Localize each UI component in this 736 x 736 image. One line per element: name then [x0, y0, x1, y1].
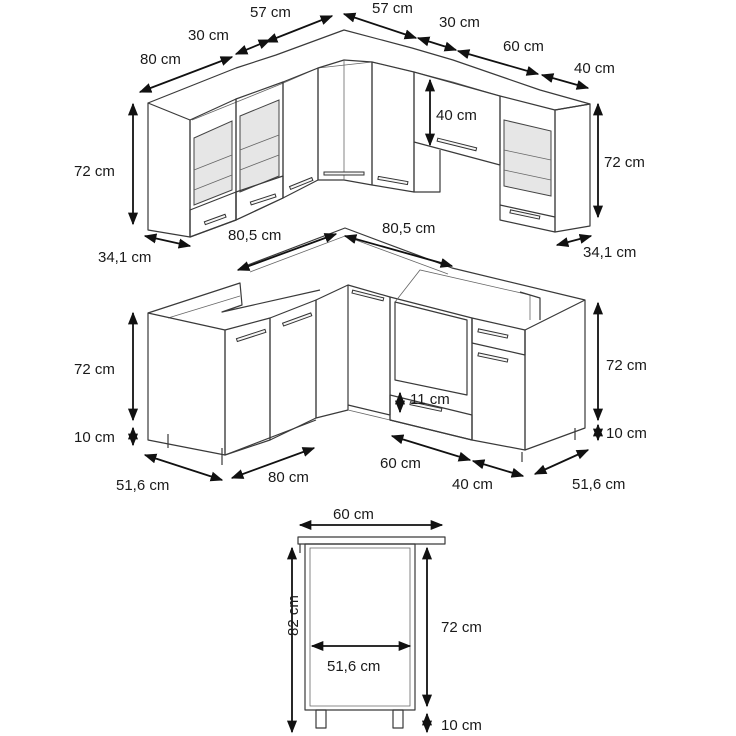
dim-label: 80 cm: [140, 51, 181, 68]
base-units-labels: 80,5 cm 80,5 cm 72 cm 10 cm 51,6 cm 80 c…: [74, 220, 647, 494]
dim-label: 51,6 cm: [116, 477, 169, 494]
dim-label: 51,6 cm: [327, 658, 380, 675]
dim-label: 72 cm: [441, 619, 482, 636]
dim-label: 82 cm: [285, 595, 302, 636]
dim-label: 60 cm: [333, 506, 374, 523]
dim-label: 30 cm: [188, 27, 229, 44]
dim-label: 60 cm: [380, 455, 421, 472]
side-view-labels: 60 cm 82 cm 72 cm 51,6 cm 10 cm: [285, 506, 482, 734]
dim-label: 72 cm: [74, 163, 115, 180]
dim-label: 34,1 cm: [98, 249, 151, 266]
wall-units-drawing: [147, 29, 591, 238]
side-view-drawing: [297, 536, 446, 729]
wall-units-dimensions: [127, 12, 604, 249]
base-units-dimensions: [127, 233, 604, 482]
dim-label: 57 cm: [250, 4, 291, 21]
base-units-drawing: [147, 227, 586, 465]
dim-label: 30 cm: [439, 14, 480, 31]
dim-label: 51,6 cm: [572, 476, 625, 493]
dim-label: 10 cm: [441, 717, 482, 734]
glass-panel: [503, 119, 552, 197]
dim-label: 80,5 cm: [228, 227, 281, 244]
dim-label: 80,5 cm: [382, 220, 435, 237]
dim-label: 60 cm: [503, 38, 544, 55]
dim-label: 40 cm: [452, 476, 493, 493]
dim-label: 34,1 cm: [583, 244, 636, 261]
dim-label: 10 cm: [74, 429, 115, 446]
dim-label: 72 cm: [604, 154, 645, 171]
glass-panel: [239, 99, 280, 193]
dim-label: 57 cm: [372, 0, 413, 17]
wall-units-labels: 80 cm 30 cm 57 cm 57 cm 30 cm 60 cm 40 c…: [74, 0, 645, 266]
glass-panel: [193, 120, 233, 206]
dim-label: 40 cm: [436, 107, 477, 124]
side-view-dimensions: [286, 519, 444, 734]
dim-label: 40 cm: [574, 60, 615, 77]
dim-label: 72 cm: [606, 357, 647, 374]
dim-label: 72 cm: [74, 361, 115, 378]
dim-label: 11 cm: [410, 391, 450, 408]
dim-label: 80 cm: [268, 469, 309, 486]
dim-label: 10 cm: [606, 425, 647, 442]
